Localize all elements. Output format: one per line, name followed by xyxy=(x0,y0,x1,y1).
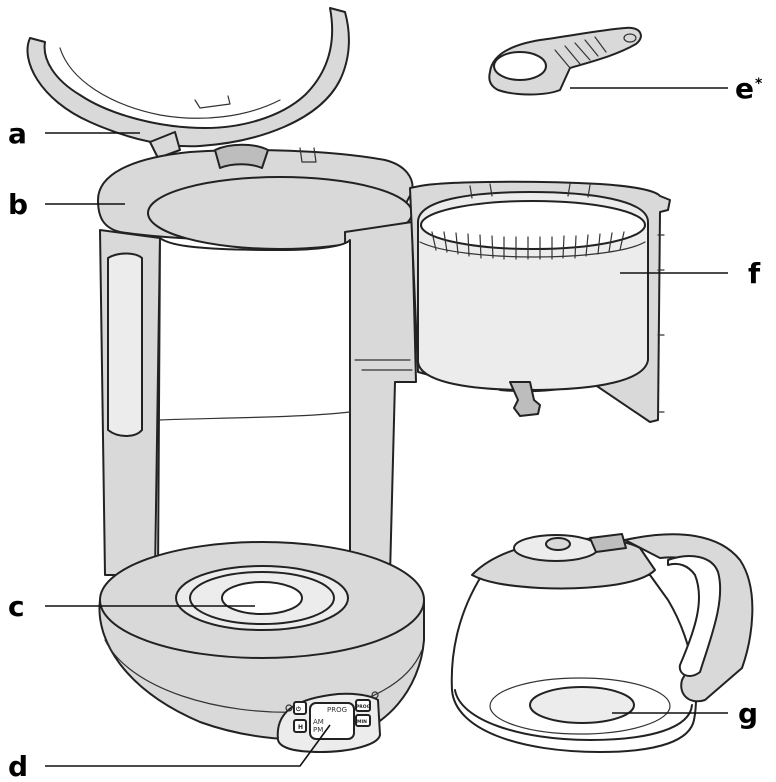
callout-e: e xyxy=(735,72,754,105)
control-panel: PROG AM PM ⏻ H PROG MIN xyxy=(276,691,381,753)
machine-head xyxy=(97,143,414,250)
base-hotplate xyxy=(98,541,425,741)
callout-b: b xyxy=(8,188,28,221)
measuring-scoop xyxy=(488,26,642,96)
pm-indicator-label: PM xyxy=(313,726,323,734)
prog-button-label: PROG xyxy=(356,704,371,710)
power-button-symbol: ⏻ xyxy=(296,706,301,713)
h-button-label: H xyxy=(298,724,303,731)
leader-d xyxy=(45,724,331,767)
callout-c: c xyxy=(8,590,25,623)
callout-e-asterisk: * xyxy=(755,76,763,92)
callout-d: d xyxy=(8,750,28,782)
callout-f: f xyxy=(748,257,761,290)
am-indicator-label: AM xyxy=(313,718,324,726)
glass-carafe xyxy=(450,533,754,753)
prog-indicator-label: PROG xyxy=(327,706,347,714)
leader-lines xyxy=(45,87,728,767)
min-button-label: MIN xyxy=(357,719,367,725)
top-lid xyxy=(26,7,350,159)
machine-body xyxy=(99,221,417,576)
filter-holder xyxy=(409,180,671,423)
callout-labels: a b c d e * f g xyxy=(8,72,763,782)
callout-g: g xyxy=(738,697,758,730)
callout-a: a xyxy=(8,117,27,150)
